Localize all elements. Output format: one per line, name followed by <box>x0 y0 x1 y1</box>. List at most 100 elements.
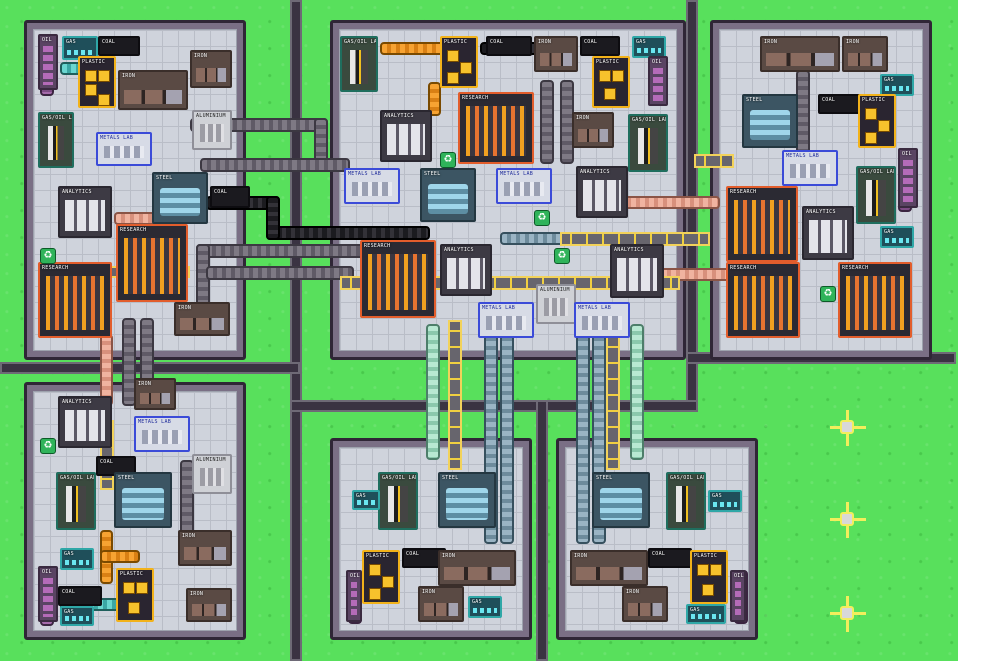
steel-mill[interactable]: STEEL <box>742 94 798 148</box>
steel-mill[interactable]: STEEL <box>114 472 172 528</box>
gas-extractor[interactable]: GAS <box>352 490 380 510</box>
iron-mine[interactable]: IRON <box>570 550 648 586</box>
metals-lab[interactable]: METALS LAB <box>134 416 190 452</box>
gas-extractor[interactable]: GAS <box>880 74 914 96</box>
factory-map[interactable]: OIL GAS COAL PLASTIC IRON IRON GAS/OIL L… <box>0 0 958 661</box>
coal-mine[interactable]: COAL <box>486 36 532 56</box>
analytics-center[interactable]: ANALYTICS <box>576 166 628 218</box>
iron-mine[interactable]: IRON <box>134 378 176 410</box>
oil-well[interactable]: OIL <box>730 570 746 622</box>
coal-mine[interactable]: COAL <box>580 36 620 56</box>
gas-extractor[interactable]: GAS <box>60 548 94 570</box>
gas-oil-lab[interactable]: GAS/OIL LAB <box>666 472 706 530</box>
plastic-factory[interactable]: PLASTIC <box>690 550 728 604</box>
analytics-center[interactable]: ANALYTICS <box>440 244 492 296</box>
placement-marker-icon[interactable] <box>830 410 866 446</box>
building-label: COAL <box>100 459 114 465</box>
gas-oil-lab[interactable]: GAS/OIL LAB <box>38 112 74 168</box>
research-center[interactable]: RESEARCH <box>116 224 188 302</box>
building-label: IRON <box>846 39 860 45</box>
oil-well[interactable]: OIL <box>38 34 58 90</box>
gas-extractor[interactable]: GAS <box>686 604 726 624</box>
plastic-factory[interactable]: PLASTIC <box>592 56 630 108</box>
iron-mine[interactable]: IRON <box>174 302 230 336</box>
iron-mine[interactable]: IRON <box>534 36 578 72</box>
iron-mine[interactable]: IRON <box>190 50 232 88</box>
placement-marker-icon[interactable] <box>830 502 866 538</box>
conveyor-grey <box>200 158 350 172</box>
steel-mill[interactable]: STEEL <box>152 172 208 224</box>
iron-mine[interactable]: IRON <box>842 36 888 72</box>
iron-mine[interactable]: IRON <box>186 588 232 622</box>
gas-extractor[interactable]: GAS <box>468 596 502 618</box>
iron-mine[interactable]: IRON <box>178 530 232 566</box>
iron-mine[interactable]: IRON <box>438 550 516 586</box>
gas-extractor[interactable]: GAS <box>60 606 94 626</box>
analytics-center[interactable]: ANALYTICS <box>380 110 432 162</box>
plastic-factory[interactable]: PLASTIC <box>78 56 116 108</box>
metals-lab[interactable]: METALS LAB <box>96 132 152 166</box>
building-label: ANALYTICS <box>384 113 414 119</box>
aluminium-smelter[interactable]: ALUMINIUM <box>536 284 576 324</box>
oil-well[interactable]: OIL <box>898 148 918 208</box>
research-center[interactable]: RESEARCH <box>38 262 112 338</box>
metals-lab[interactable]: METALS LAB <box>344 168 400 204</box>
gas-oil-lab[interactable]: GAS/OIL LAB <box>56 472 96 530</box>
oil-well[interactable]: OIL <box>346 570 362 622</box>
research-center[interactable]: RESEARCH <box>360 240 436 318</box>
research-center[interactable]: RESEARCH <box>726 262 800 338</box>
gas-extractor[interactable]: GAS <box>880 226 914 248</box>
steel-mill[interactable]: STEEL <box>592 472 650 528</box>
coal-mine[interactable]: COAL <box>818 94 862 114</box>
gas-oil-lab[interactable]: GAS/OIL LAB <box>378 472 418 530</box>
gas-oil-lab[interactable]: GAS/OIL LAB <box>628 114 668 172</box>
aluminium-smelter[interactable]: ALUMINIUM <box>192 454 232 494</box>
iron-mine[interactable]: IRON <box>418 586 464 622</box>
building-label: ALUMINIUM <box>196 457 226 463</box>
placement-marker-icon[interactable] <box>830 596 866 632</box>
metals-lab[interactable]: METALS LAB <box>782 150 838 186</box>
oil-well[interactable]: OIL <box>648 56 668 106</box>
plastic-factory[interactable]: PLASTIC <box>858 94 896 148</box>
iron-mine[interactable]: IRON <box>622 586 668 622</box>
gas-oil-lab[interactable]: GAS/OIL LAB <box>340 36 378 92</box>
building-label: GAS/OIL LAB <box>60 475 96 481</box>
research-center[interactable]: RESEARCH <box>726 186 798 262</box>
iron-mine[interactable]: IRON <box>760 36 840 72</box>
recycle-icon[interactable]: ♻ <box>534 210 550 226</box>
analytics-center[interactable]: ANALYTICS <box>610 244 664 298</box>
aluminium-smelter[interactable]: ALUMINIUM <box>192 110 232 150</box>
analytics-center[interactable]: ANALYTICS <box>58 396 112 448</box>
plastic-factory[interactable]: PLASTIC <box>440 36 478 88</box>
iron-mine[interactable]: IRON <box>118 70 188 110</box>
building-label: GAS/OIL LAB <box>632 117 668 123</box>
building-label: GAS/OIL LAB <box>382 475 418 481</box>
recycle-icon[interactable]: ♻ <box>40 438 56 454</box>
coal-mine[interactable]: COAL <box>210 186 250 208</box>
building-label: RESEARCH <box>364 243 391 249</box>
coal-mine[interactable]: COAL <box>648 548 692 568</box>
gas-extractor[interactable]: GAS <box>632 36 666 58</box>
recycle-icon[interactable]: ♻ <box>554 248 570 264</box>
plastic-factory[interactable]: PLASTIC <box>362 550 400 604</box>
steel-mill[interactable]: STEEL <box>420 168 476 222</box>
metals-lab[interactable]: METALS LAB <box>478 302 534 338</box>
analytics-center[interactable]: ANALYTICS <box>802 206 854 260</box>
gas-extractor[interactable]: GAS <box>708 490 742 512</box>
analytics-center[interactable]: ANALYTICS <box>58 186 112 238</box>
iron-mine[interactable]: IRON <box>572 112 614 148</box>
recycle-icon[interactable]: ♻ <box>40 248 56 264</box>
research-center[interactable]: RESEARCH <box>458 92 534 164</box>
gas-oil-lab[interactable]: GAS/OIL LAB <box>856 166 896 224</box>
recycle-icon[interactable]: ♻ <box>440 152 456 168</box>
research-center[interactable]: RESEARCH <box>838 262 912 338</box>
coal-mine[interactable]: COAL <box>58 586 102 606</box>
coal-mine[interactable]: COAL <box>98 36 140 56</box>
metals-lab[interactable]: METALS LAB <box>496 168 552 204</box>
oil-well[interactable]: OIL <box>38 566 58 622</box>
steel-mill[interactable]: STEEL <box>438 472 496 528</box>
recycle-icon[interactable]: ♻ <box>820 286 836 302</box>
metals-lab[interactable]: METALS LAB <box>574 302 630 338</box>
plastic-factory[interactable]: PLASTIC <box>116 568 154 622</box>
